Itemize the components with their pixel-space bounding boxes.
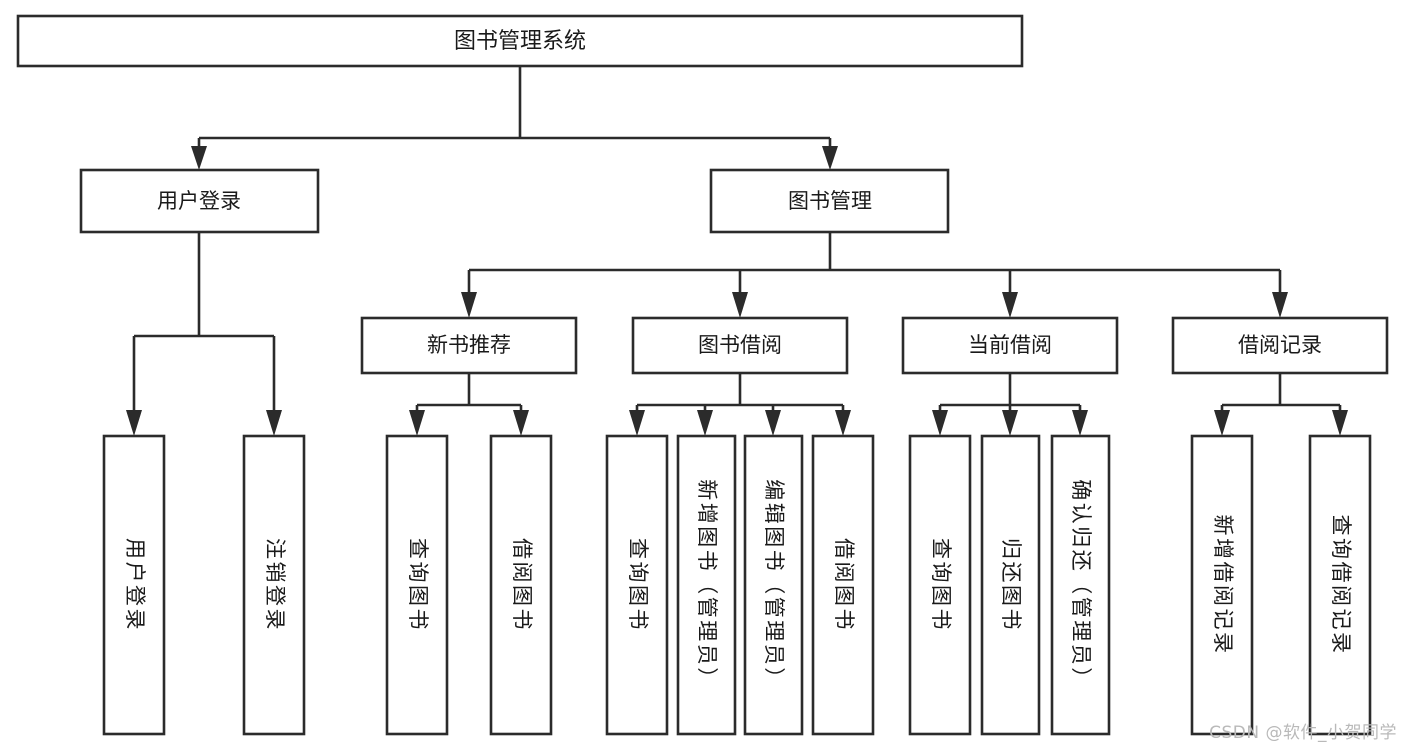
node-book-manage[interactable]: 图书管理	[709, 168, 950, 234]
leaf-book-borrow-1-box[interactable]	[605, 434, 669, 736]
leaf-recommend-2-box[interactable]	[489, 434, 553, 736]
node-book-borrow[interactable]: 图书借阅	[631, 316, 849, 375]
node-user-login[interactable]: 用户登录	[79, 168, 320, 234]
arrow-record-leaf1	[1214, 410, 1230, 436]
node-new-book-recommend-box[interactable]	[360, 316, 578, 375]
node-root-label: 图书管理系统	[454, 29, 586, 54]
arrow-book-to-l3d	[1272, 292, 1288, 318]
node-user-login-label: 用户登录	[157, 189, 241, 213]
leaf-book-borrow-3-label: 编辑图书（管理员）	[762, 479, 786, 691]
leaf-borrow-record-2-label: 查询借阅记录	[1329, 515, 1353, 656]
arrow-borrow-leaf3	[765, 410, 781, 436]
leaf-current-borrow-3-box[interactable]	[1050, 434, 1111, 736]
leaf-book-borrow-4-box[interactable]	[811, 434, 875, 736]
leaf-current-borrow-3-label: 确认归还（管理员）	[1069, 479, 1093, 691]
watermark: CSDN @软件_小贺同学	[1209, 723, 1397, 743]
leaf-book-borrow-2[interactable]: 新增图书（管理员）	[676, 434, 737, 736]
connector-layer	[126, 66, 1348, 436]
node-current-borrow-label: 当前借阅	[968, 333, 1052, 357]
arrow-book-to-l3b	[732, 292, 748, 318]
leaf-current-borrow-3[interactable]: 确认归还（管理员）	[1050, 434, 1111, 736]
leaf-borrow-record-1[interactable]: 新增借阅记录	[1190, 434, 1254, 736]
node-current-borrow[interactable]: 当前借阅	[901, 316, 1119, 375]
arrow-book-to-l3c	[1002, 292, 1018, 318]
arrow-current-leaf2	[1002, 410, 1018, 436]
leaf-user-login-2-label: 注销登录	[263, 538, 287, 632]
node-root[interactable]: 图书管理系统	[16, 14, 1024, 68]
arrow-book-to-l3a	[461, 292, 477, 318]
leaf-user-login-2-box[interactable]	[242, 434, 306, 736]
leaf-book-borrow-3[interactable]: 编辑图书（管理员）	[743, 434, 804, 736]
arrow-user-leaf2	[266, 410, 282, 436]
node-borrow-record-box[interactable]	[1171, 316, 1389, 375]
node-current-borrow-box[interactable]	[901, 316, 1119, 375]
node-root-box[interactable]	[16, 14, 1024, 68]
arrow-recommend-leaf1	[409, 410, 425, 436]
node-book-borrow-box[interactable]	[631, 316, 849, 375]
leaf-book-borrow-4-label: 借阅图书	[832, 538, 856, 632]
leaf-current-borrow-2-box[interactable]	[980, 434, 1041, 736]
leaf-user-login-1-box[interactable]	[102, 434, 166, 736]
node-new-book-recommend-label: 新书推荐	[427, 333, 511, 357]
leaf-current-borrow-1-label: 查询图书	[929, 538, 953, 632]
leaf-user-login-1[interactable]: 用户登录	[102, 434, 166, 736]
leaf-recommend-2-label: 借阅图书	[510, 538, 534, 632]
leaf-current-borrow-1-box[interactable]	[908, 434, 972, 736]
node-new-book-recommend[interactable]: 新书推荐	[360, 316, 578, 375]
leaf-book-borrow-2-box[interactable]	[676, 434, 737, 736]
leaf-recommend-1-label: 查询图书	[406, 538, 430, 632]
leaf-book-borrow-2-label: 新增图书（管理员）	[695, 479, 719, 691]
leaf-user-login-1-label: 用户登录	[123, 538, 147, 632]
arrow-current-leaf3	[1072, 410, 1088, 436]
leaf-book-borrow-3-box[interactable]	[743, 434, 804, 736]
leaf-borrow-record-2-box[interactable]	[1308, 434, 1372, 736]
leaf-book-borrow-1-label: 查询图书	[626, 538, 650, 632]
leaf-current-borrow-2[interactable]: 归还图书	[980, 434, 1041, 736]
leaf-recommend-1[interactable]: 查询图书	[385, 434, 449, 736]
leaf-borrow-record-2[interactable]: 查询借阅记录	[1308, 434, 1372, 736]
node-book-manage-label: 图书管理	[788, 189, 872, 213]
arrow-record-leaf2	[1332, 410, 1348, 436]
arrow-borrow-leaf1	[629, 410, 645, 436]
arrow-root-to-user	[191, 146, 207, 170]
node-borrow-record[interactable]: 借阅记录	[1171, 316, 1389, 375]
node-user-login-box[interactable]	[79, 168, 320, 234]
leaf-book-borrow-1[interactable]: 查询图书	[605, 434, 669, 736]
arrow-current-leaf1	[932, 410, 948, 436]
leaf-current-borrow-1[interactable]: 查询图书	[908, 434, 972, 736]
leaf-book-borrow-4[interactable]: 借阅图书	[811, 434, 875, 736]
arrow-root-to-book	[822, 146, 838, 170]
arrow-recommend-leaf2	[513, 410, 529, 436]
arrow-borrow-leaf4	[835, 410, 851, 436]
node-borrow-record-label: 借阅记录	[1238, 333, 1322, 357]
leaf-recommend-1-box[interactable]	[385, 434, 449, 736]
leaf-recommend-2[interactable]: 借阅图书	[489, 434, 553, 736]
arrow-user-leaf1	[126, 410, 142, 436]
arrow-borrow-leaf2	[697, 410, 713, 436]
node-book-manage-box[interactable]	[709, 168, 950, 234]
leaf-current-borrow-2-label: 归还图书	[999, 538, 1023, 632]
leaf-user-login-2[interactable]: 注销登录	[242, 434, 306, 736]
leaf-borrow-record-1-box[interactable]	[1190, 434, 1254, 736]
leaf-borrow-record-1-label: 新增借阅记录	[1211, 515, 1235, 656]
node-book-borrow-label: 图书借阅	[698, 333, 782, 357]
